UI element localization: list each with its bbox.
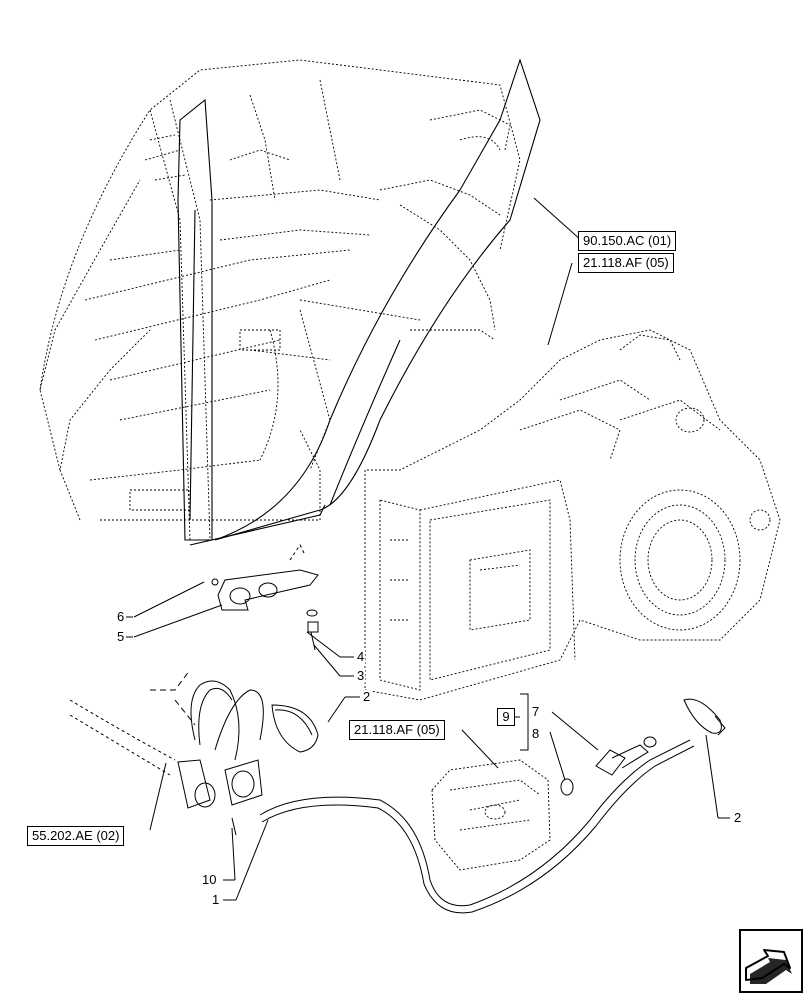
screw-illustration <box>306 609 319 651</box>
callout-3: 3 <box>356 668 366 683</box>
reference-21-118-af-top[interactable]: 21.118.AF (05) <box>578 253 674 273</box>
callout-4: 4 <box>356 649 366 664</box>
callout-1: 1 <box>211 892 221 907</box>
cable-tie-left <box>271 704 319 753</box>
callout-5: 5 <box>116 629 126 644</box>
valve-block-illustration <box>431 759 551 871</box>
callout-7: 7 <box>531 704 541 719</box>
bracket-illustration <box>211 544 319 611</box>
transmission-housing-illustration <box>364 329 781 701</box>
cab-frame-illustration <box>39 59 521 541</box>
leader-lines <box>126 197 730 901</box>
callout-2-right: 2 <box>733 810 743 825</box>
sensor-illustration <box>560 736 657 796</box>
callout-2-left: 2 <box>362 689 372 704</box>
cable-tie-right <box>683 698 726 736</box>
reference-21-118-af-mid[interactable]: 21.118.AF (05) <box>349 720 445 740</box>
reference-90-150-ac[interactable]: 90.150.AC (01) <box>578 231 677 251</box>
next-page-arrow-icon[interactable] <box>738 928 804 994</box>
reference-55-202-ae[interactable]: 55.202.AE (02) <box>27 826 125 846</box>
callout-10: 10 <box>201 872 218 887</box>
callout-6: 6 <box>116 609 126 624</box>
callout-8: 8 <box>531 726 541 741</box>
harness-illustration <box>69 669 695 914</box>
cab-pillar <box>177 58 541 546</box>
callout-9: 9 <box>497 708 515 726</box>
